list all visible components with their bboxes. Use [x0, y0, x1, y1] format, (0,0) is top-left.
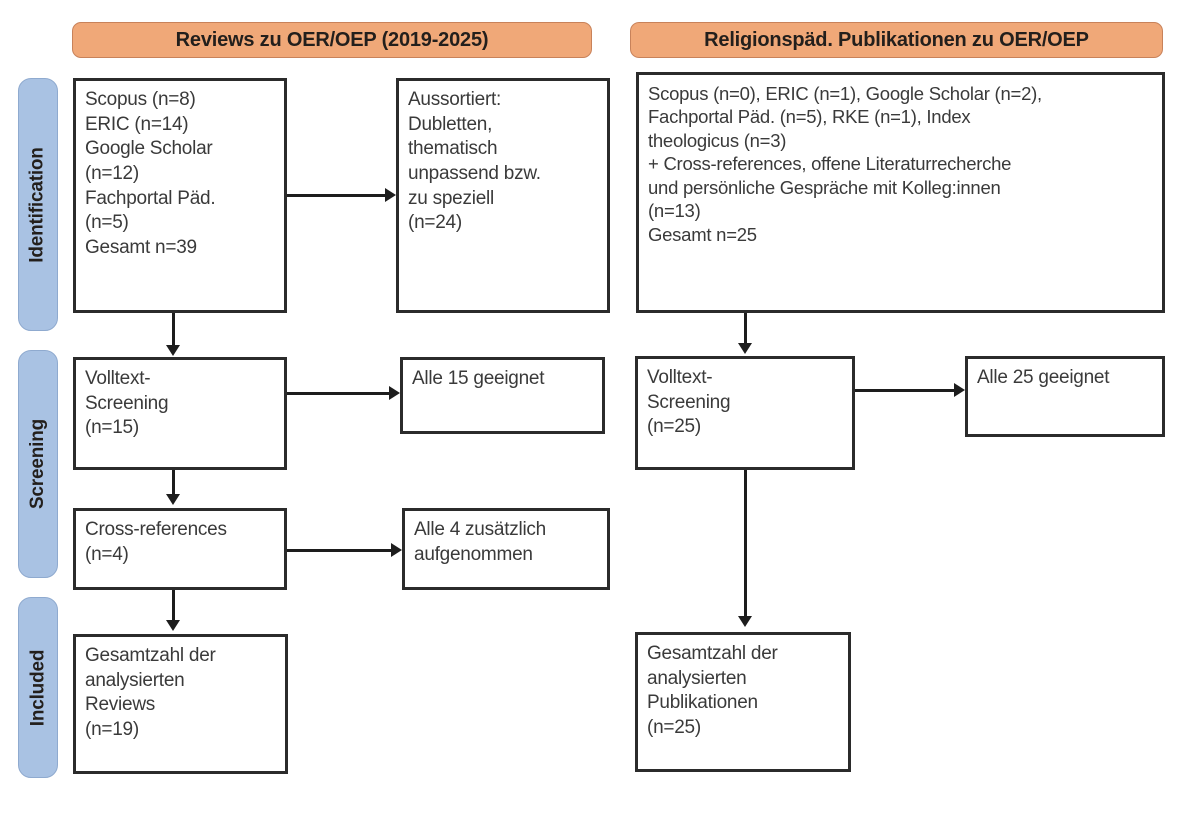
- box-left-fulltext-line-3: (n=15): [85, 417, 139, 439]
- stage-label-included: Included: [18, 597, 58, 778]
- box-left-sources-line-5: Fachportal Päd.: [85, 187, 216, 209]
- arrowhead-left-crossrefs-to-result: [391, 543, 402, 557]
- connector-left-sources-to-excluded: [287, 194, 385, 197]
- box-left-included-line-2: analysierten: [85, 669, 185, 691]
- box-right-sources-line-6: (n=13): [648, 200, 701, 222]
- box-right-fulltext-result: Alle 25 geeignet: [965, 356, 1165, 437]
- stage-label-identification: Identification: [18, 78, 58, 331]
- box-left-crossrefs-line-2: (n=4): [85, 543, 129, 565]
- box-left-crossrefs: Cross-references (n=4): [73, 508, 287, 590]
- box-left-sources-line-2: ERIC (n=14): [85, 113, 189, 135]
- box-right-sources: Scopus (n=0), ERIC (n=1), Google Scholar…: [636, 72, 1165, 313]
- box-left-sources-line-1: Scopus (n=8): [85, 89, 196, 110]
- stage-label-screening: Screening: [18, 350, 58, 578]
- box-right-fulltext-line-3: (n=25): [647, 416, 701, 438]
- arrowhead-left-sources-to-fulltext: [166, 345, 180, 356]
- box-right-included-line-3: Publikationen: [647, 692, 758, 714]
- connector-left-crossrefs-to-included: [172, 590, 175, 622]
- connector-right-fulltext-to-result: [855, 389, 954, 392]
- arrowhead-left-fulltext-to-crossrefs: [166, 494, 180, 505]
- stage-label-screening-text: Screening: [27, 418, 49, 510]
- box-left-fulltext-line-2: Screening: [85, 392, 169, 414]
- box-right-fulltext: Volltext- Screening (n=25): [635, 356, 855, 470]
- box-left-included-line-4: (n=19): [85, 719, 139, 741]
- column-header-left: Reviews zu OER/OEP (2019-2025): [72, 22, 592, 58]
- box-right-sources-line-4: + Cross-references, offene Literaturrech…: [648, 153, 1012, 175]
- arrowhead-right-fulltext-to-included: [738, 616, 752, 627]
- box-left-excluded-line-1: Aussortiert:: [408, 89, 502, 110]
- box-left-fulltext: Volltext- Screening (n=15): [73, 357, 287, 470]
- box-left-excluded-line-6: (n=24): [408, 212, 462, 234]
- box-left-sources-line-3: Google Scholar: [85, 138, 213, 160]
- box-right-included-line-1: Gesamtzahl der: [647, 643, 778, 664]
- connector-right-fulltext-to-included: [744, 470, 747, 618]
- box-left-excluded-line-4: unpassend bzw.: [408, 163, 541, 185]
- arrowhead-right-fulltext-to-result: [954, 383, 965, 397]
- stage-label-identification-text: Identification: [27, 146, 49, 263]
- box-right-included: Gesamtzahl der analysierten Publikatione…: [635, 632, 851, 772]
- box-right-included-line-2: analysierten: [647, 667, 747, 689]
- box-left-crossrefs-result-line-1: Alle 4 zusätzlich: [414, 519, 546, 540]
- box-right-sources-line-1: Scopus (n=0), ERIC (n=1), Google Scholar…: [648, 83, 1042, 104]
- box-left-sources-line-6: (n=5): [85, 212, 129, 234]
- connector-right-sources-to-fulltext: [744, 313, 747, 345]
- box-right-included-line-4: (n=25): [647, 717, 701, 739]
- box-left-excluded-line-3: thematisch: [408, 138, 498, 160]
- box-left-crossrefs-line-1: Cross-references: [85, 519, 227, 540]
- column-header-right-label: Religionspäd. Publikationen zu OER/OEP: [704, 29, 1089, 51]
- column-header-right: Religionspäd. Publikationen zu OER/OEP: [630, 22, 1163, 58]
- box-left-sources: Scopus (n=8) ERIC (n=14) Google Scholar …: [73, 78, 287, 313]
- connector-left-fulltext-to-crossrefs: [172, 470, 175, 496]
- box-left-included-line-3: Reviews: [85, 694, 156, 716]
- box-right-sources-line-3: theologicus (n=3): [648, 129, 787, 151]
- box-right-fulltext-result-line-1: Alle 25 geeignet: [977, 367, 1110, 388]
- box-right-sources-line-2: Fachportal Päd. (n=5), RKE (n=1), Index: [648, 106, 971, 128]
- box-right-fulltext-line-1: Volltext-: [647, 367, 713, 388]
- connector-left-crossrefs-to-result: [287, 549, 391, 552]
- box-left-sources-line-7: Gesamt n=39: [85, 237, 197, 259]
- arrowhead-right-sources-to-fulltext: [738, 343, 752, 354]
- box-left-excluded-line-5: zu speziell: [408, 187, 494, 209]
- box-left-sources-line-4: (n=12): [85, 163, 139, 185]
- box-right-sources-line-7: Gesamt n=25: [648, 223, 757, 245]
- box-right-sources-line-5: und persönliche Gespräche mit Kolleg:inn…: [648, 176, 1001, 198]
- box-left-fulltext-result: Alle 15 geeignet: [400, 357, 605, 434]
- box-left-included-line-1: Gesamtzahl der: [85, 645, 216, 666]
- connector-left-sources-to-fulltext: [172, 313, 175, 347]
- arrowhead-left-sources-to-excluded: [385, 188, 396, 202]
- column-header-left-label: Reviews zu OER/OEP (2019-2025): [175, 29, 489, 51]
- box-left-crossrefs-result-line-2: aufgenommen: [414, 543, 533, 565]
- box-right-fulltext-line-2: Screening: [647, 391, 731, 413]
- arrowhead-left-fulltext-to-result: [389, 386, 400, 400]
- arrowhead-left-crossrefs-to-included: [166, 620, 180, 631]
- box-left-excluded-line-2: Dubletten,: [408, 113, 493, 135]
- connector-left-fulltext-to-result: [287, 392, 389, 395]
- stage-label-included-text: Included: [27, 649, 49, 726]
- box-left-excluded: Aussortiert: Dubletten, thematisch unpas…: [396, 78, 610, 313]
- box-left-crossrefs-result: Alle 4 zusätzlich aufgenommen: [402, 508, 610, 590]
- box-left-fulltext-result-line-1: Alle 15 geeignet: [412, 368, 545, 389]
- box-left-included: Gesamtzahl der analysierten Reviews (n=1…: [73, 634, 288, 774]
- box-left-fulltext-line-1: Volltext-: [85, 368, 151, 389]
